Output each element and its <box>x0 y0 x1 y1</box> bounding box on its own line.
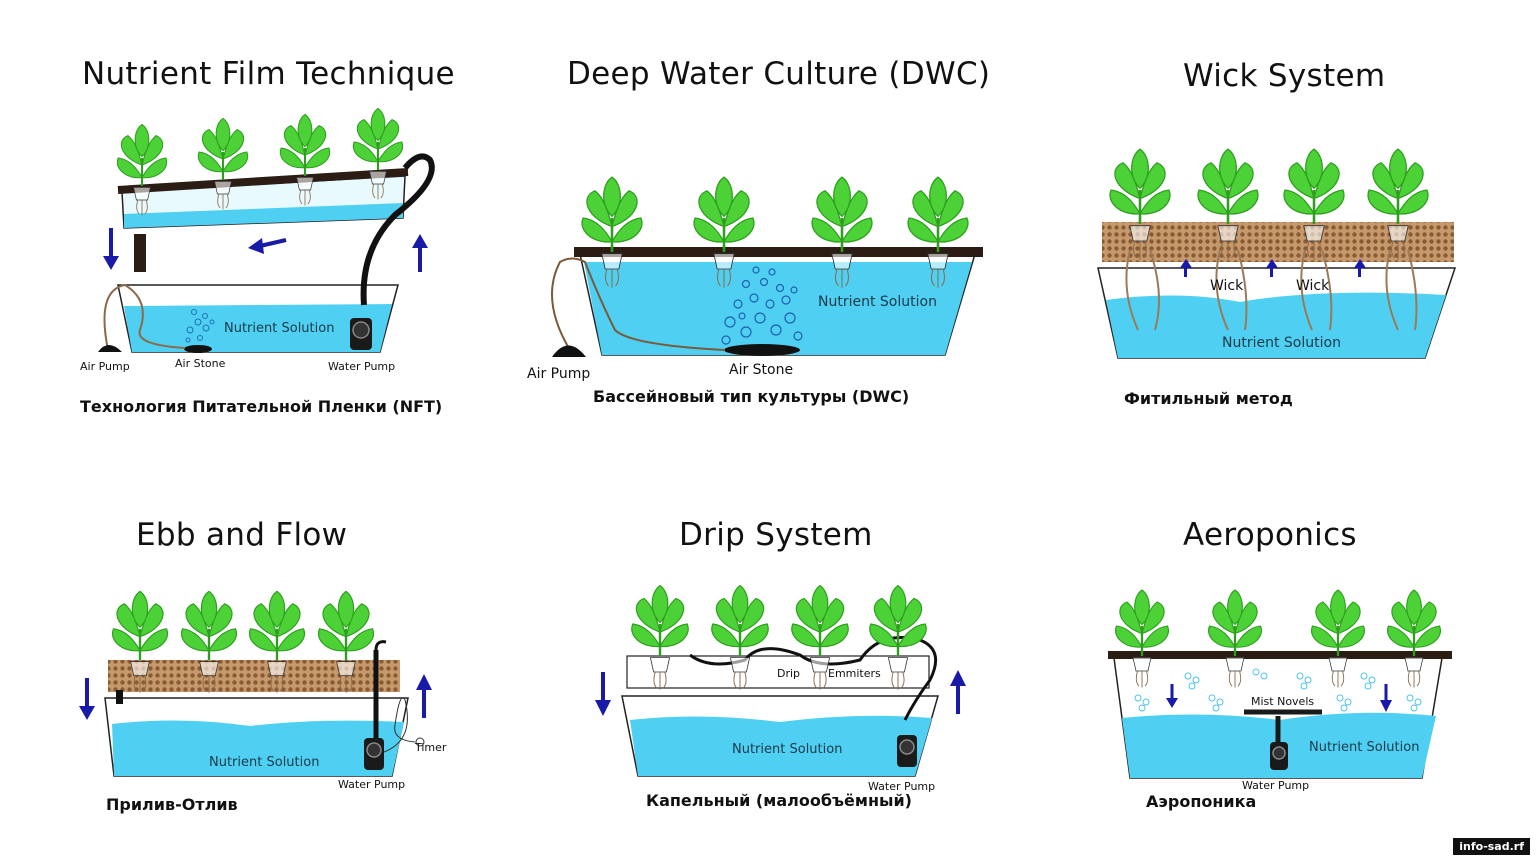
plant-icon <box>869 584 927 690</box>
panel-subtitle: Бассейновый тип культуры (DWC) <box>593 387 910 406</box>
aero-water-pump-label: Water Pump <box>1242 779 1309 792</box>
ebb-solution-label: Nutrient Solution <box>209 755 319 770</box>
plant-icon <box>1283 148 1345 260</box>
ebb-timer-label: Timer <box>414 741 447 754</box>
plant-icon <box>581 176 643 288</box>
panel-subtitle: Прилив-Отлив <box>106 795 238 814</box>
drip-label: Drip <box>777 667 800 680</box>
plant-icon <box>317 590 375 693</box>
panel-title: Deep Water Culture (DWC) <box>567 56 991 92</box>
drip-solution-label: Nutrient Solution <box>732 742 842 757</box>
plant-icon <box>248 590 306 693</box>
plant-icon <box>1387 589 1441 688</box>
drip-emmiters-label: Emmiters <box>828 667 881 680</box>
plant-icon <box>693 176 755 288</box>
dwc-air-stone-label: Air Stone <box>729 362 793 378</box>
plant-icon <box>711 584 769 690</box>
plant-icon <box>352 107 404 200</box>
nft-water-pump-label: Water Pump <box>328 360 395 373</box>
panel-subtitle: Капельный (малообъёмный) <box>646 791 912 810</box>
nft-air-pump-label: Air Pump <box>80 360 130 373</box>
wick-label-1: Wick <box>1210 278 1244 294</box>
nft-air-stone-label: Air Stone <box>175 357 226 370</box>
panel-title: Nutrient Film Technique <box>82 56 455 92</box>
watermark: info-sad.rf <box>1453 838 1530 855</box>
panel-title: Ebb and Flow <box>136 517 348 553</box>
aero-mist-label: Mist Novels <box>1251 695 1314 708</box>
plant-icon <box>631 584 689 690</box>
plant-icon <box>791 584 849 690</box>
panel-subtitle: Аэропоника <box>1146 792 1257 811</box>
panel-title: Aeroponics <box>1183 517 1357 553</box>
plant-icon <box>1367 148 1429 260</box>
nft-solution-label: Nutrient Solution <box>224 321 334 336</box>
plant-icon <box>1109 148 1171 260</box>
dwc-air-pump-label: Air Pump <box>527 366 590 382</box>
plant-icon <box>907 176 969 288</box>
panel-subtitle: Фитильный метод <box>1124 389 1293 408</box>
wick-label-2: Wick <box>1296 278 1330 294</box>
plant-icon <box>1197 148 1259 260</box>
ebb-water-pump-label: Water Pump <box>338 778 405 791</box>
drip-water-pump-label: Water Pump <box>868 780 935 793</box>
plant-icon <box>811 176 873 288</box>
aero-solution-label: Nutrient Solution <box>1309 740 1419 755</box>
plant-icon <box>1115 589 1169 688</box>
wick-solution-label: Nutrient Solution <box>1222 335 1341 351</box>
plant-icon <box>111 590 169 693</box>
dwc-solution-label: Nutrient Solution <box>818 294 937 310</box>
plant-icon <box>197 117 249 210</box>
panel-subtitle: Технология Питательной Пленки (NFT) <box>80 397 443 416</box>
plant-icon <box>1311 589 1365 688</box>
plant-icon <box>116 123 168 216</box>
panel-title: Drip System <box>679 517 873 553</box>
panel-title: Wick System <box>1183 58 1386 94</box>
plant-icon <box>180 590 238 693</box>
plant-icon <box>1208 589 1262 688</box>
plant-icon <box>279 113 331 206</box>
